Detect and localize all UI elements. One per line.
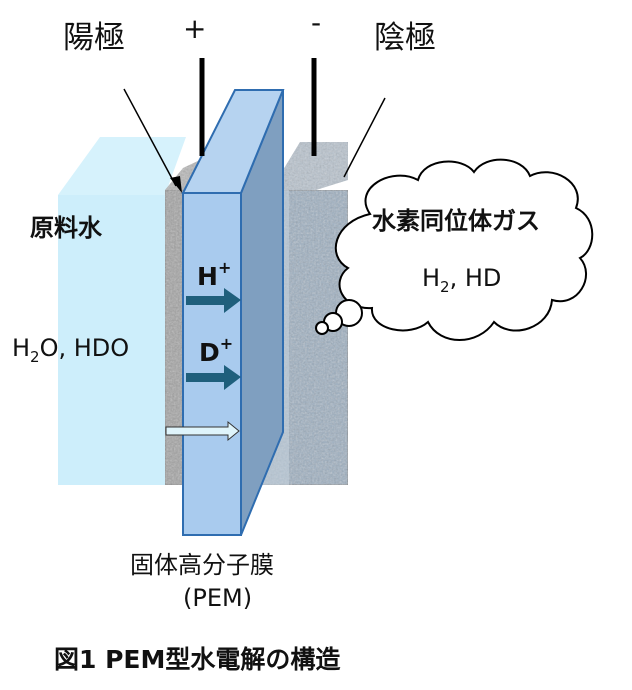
gas-title: 水素同位体ガス: [372, 207, 540, 235]
gas-cloud: [315, 158, 594, 341]
anode-electrode: [164, 160, 200, 486]
anode-pointer: [123, 88, 182, 193]
feed-water-species: H2O, HDO: [12, 334, 130, 366]
pem-membrane: [181, 89, 285, 536]
cathode-label: 陰極: [374, 20, 436, 56]
feed-water-label: 原料水: [30, 214, 102, 242]
membrane-abbr: (PEM): [183, 584, 253, 612]
deuteron-label: D+: [199, 334, 234, 367]
figure-caption: 図1 PEM型水電解の構造: [54, 645, 341, 674]
proton-arrow: [186, 288, 241, 313]
anode-sign: +: [183, 12, 207, 45]
membrane-label: 固体高分子膜: [130, 551, 274, 579]
gas-species: H2, HD: [422, 264, 502, 296]
deuteron-arrow: [186, 365, 241, 390]
proton-label: H+: [197, 258, 232, 291]
cathode-pointer: [343, 97, 386, 178]
cathode-sign: -: [311, 6, 322, 39]
feed-water-volume: [58, 137, 186, 485]
water-flow-arrow: [165, 420, 240, 442]
anode-label: 陽極: [63, 20, 125, 56]
